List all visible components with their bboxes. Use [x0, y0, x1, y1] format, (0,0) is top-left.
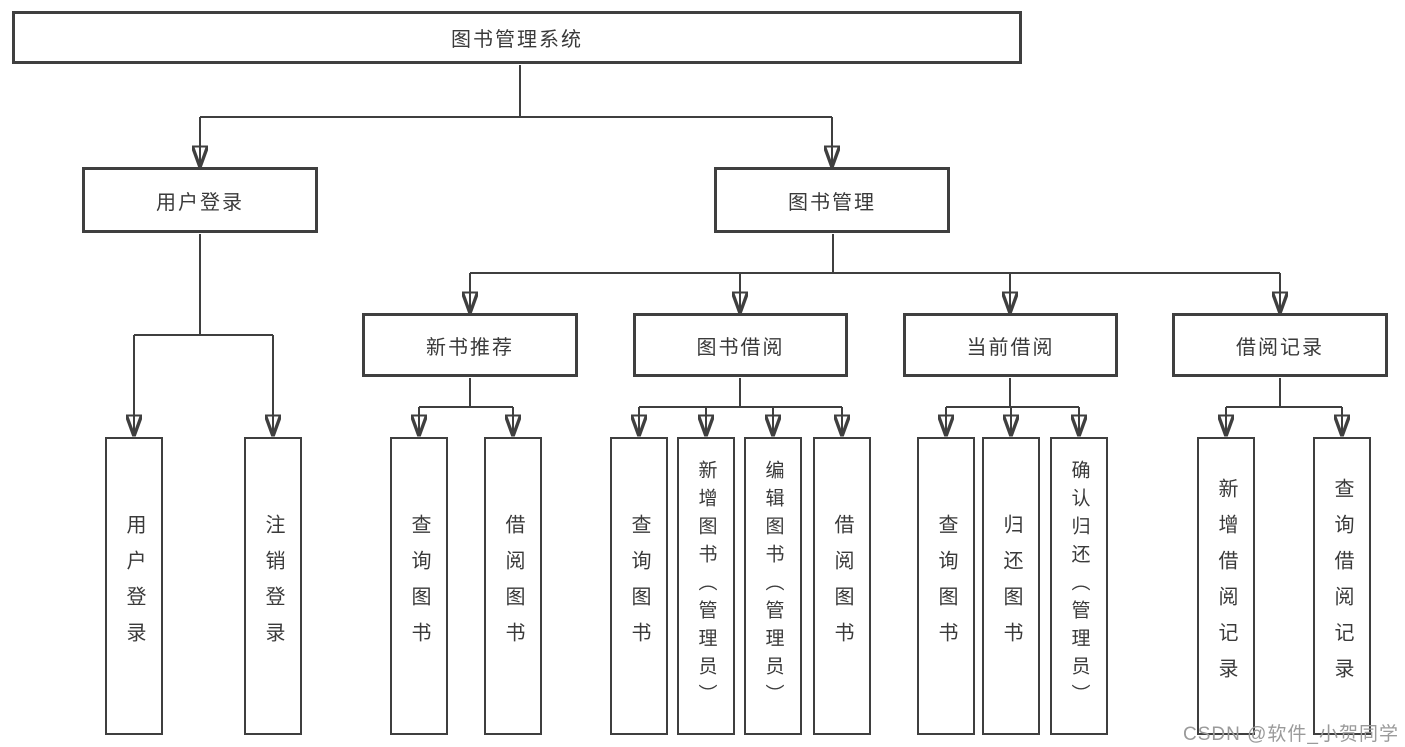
leaf-user-login: 用户登录: [105, 437, 163, 735]
leaf-query-books-1: 查询图书: [390, 437, 448, 735]
watermark: CSDN @软件_小贺同学: [1183, 724, 1399, 745]
leaf-query-books-2: 查询图书: [610, 437, 668, 735]
leaf-label: 编辑图书（管理员）: [762, 460, 784, 712]
leaf-logout: 注销登录: [244, 437, 302, 735]
leaf-borrow-books-1: 借阅图书: [484, 437, 542, 735]
node-current-borrow: 当前借阅: [903, 313, 1118, 377]
leaf-label: 用户登录: [123, 514, 145, 658]
leaf-label: 查询图书: [628, 514, 650, 658]
leaf-return-books: 归还图书: [982, 437, 1040, 735]
leaf-label: 确认归还（管理员）: [1068, 460, 1090, 712]
node-label: 图书管理系统: [451, 29, 583, 51]
node-new-book-recommend: 新书推荐: [362, 313, 578, 377]
leaf-query-borrow-record: 查询借阅记录: [1313, 437, 1371, 735]
node-label: 借阅记录: [1236, 336, 1324, 359]
leaf-label: 查询图书: [408, 514, 430, 658]
leaf-label: 归还图书: [1000, 514, 1022, 658]
leaf-label: 借阅图书: [502, 514, 524, 658]
leaf-label: 查询图书: [935, 514, 957, 658]
leaf-add-book-admin: 新增图书（管理员）: [677, 437, 735, 735]
node-book-borrow: 图书借阅: [633, 313, 848, 377]
node-label: 图书借阅: [696, 336, 785, 359]
node-label: 新书推荐: [426, 336, 514, 359]
leaf-edit-book-admin: 编辑图书（管理员）: [744, 437, 802, 735]
leaf-label: 新增借阅记录: [1215, 478, 1237, 694]
node-user-login: 用户登录: [82, 167, 318, 233]
node-label: 图书管理: [788, 191, 876, 214]
leaf-label: 注销登录: [262, 514, 284, 658]
node-root: 图书管理系统: [12, 11, 1022, 64]
leaf-label: 查询借阅记录: [1331, 478, 1353, 694]
leaf-confirm-return-admin: 确认归还（管理员）: [1050, 437, 1108, 735]
node-label: 用户登录: [156, 191, 244, 214]
leaf-add-borrow-record: 新增借阅记录: [1197, 437, 1255, 735]
node-label: 当前借阅: [966, 336, 1055, 359]
leaf-borrow-books-2: 借阅图书: [813, 437, 871, 735]
node-book-management: 图书管理: [714, 167, 950, 233]
leaf-label: 借阅图书: [831, 514, 853, 658]
node-borrow-records: 借阅记录: [1172, 313, 1388, 377]
leaf-label: 新增图书（管理员）: [695, 460, 717, 712]
leaf-query-books-3: 查询图书: [917, 437, 975, 735]
